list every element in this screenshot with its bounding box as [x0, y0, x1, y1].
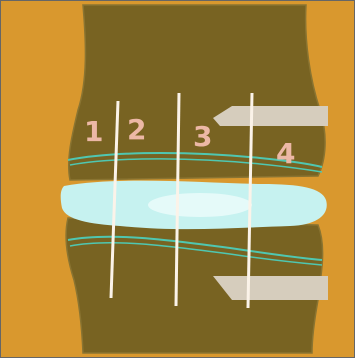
needle-probe-icon-upper	[213, 106, 328, 126]
needle-probe-icon-lower	[213, 276, 328, 300]
zone-label-2: 2	[127, 113, 146, 146]
joint-space-highlight	[148, 193, 252, 217]
zone-label-3: 3	[193, 120, 212, 153]
zone-label-1: 1	[84, 115, 103, 148]
zone-label-4: 4	[276, 137, 295, 170]
